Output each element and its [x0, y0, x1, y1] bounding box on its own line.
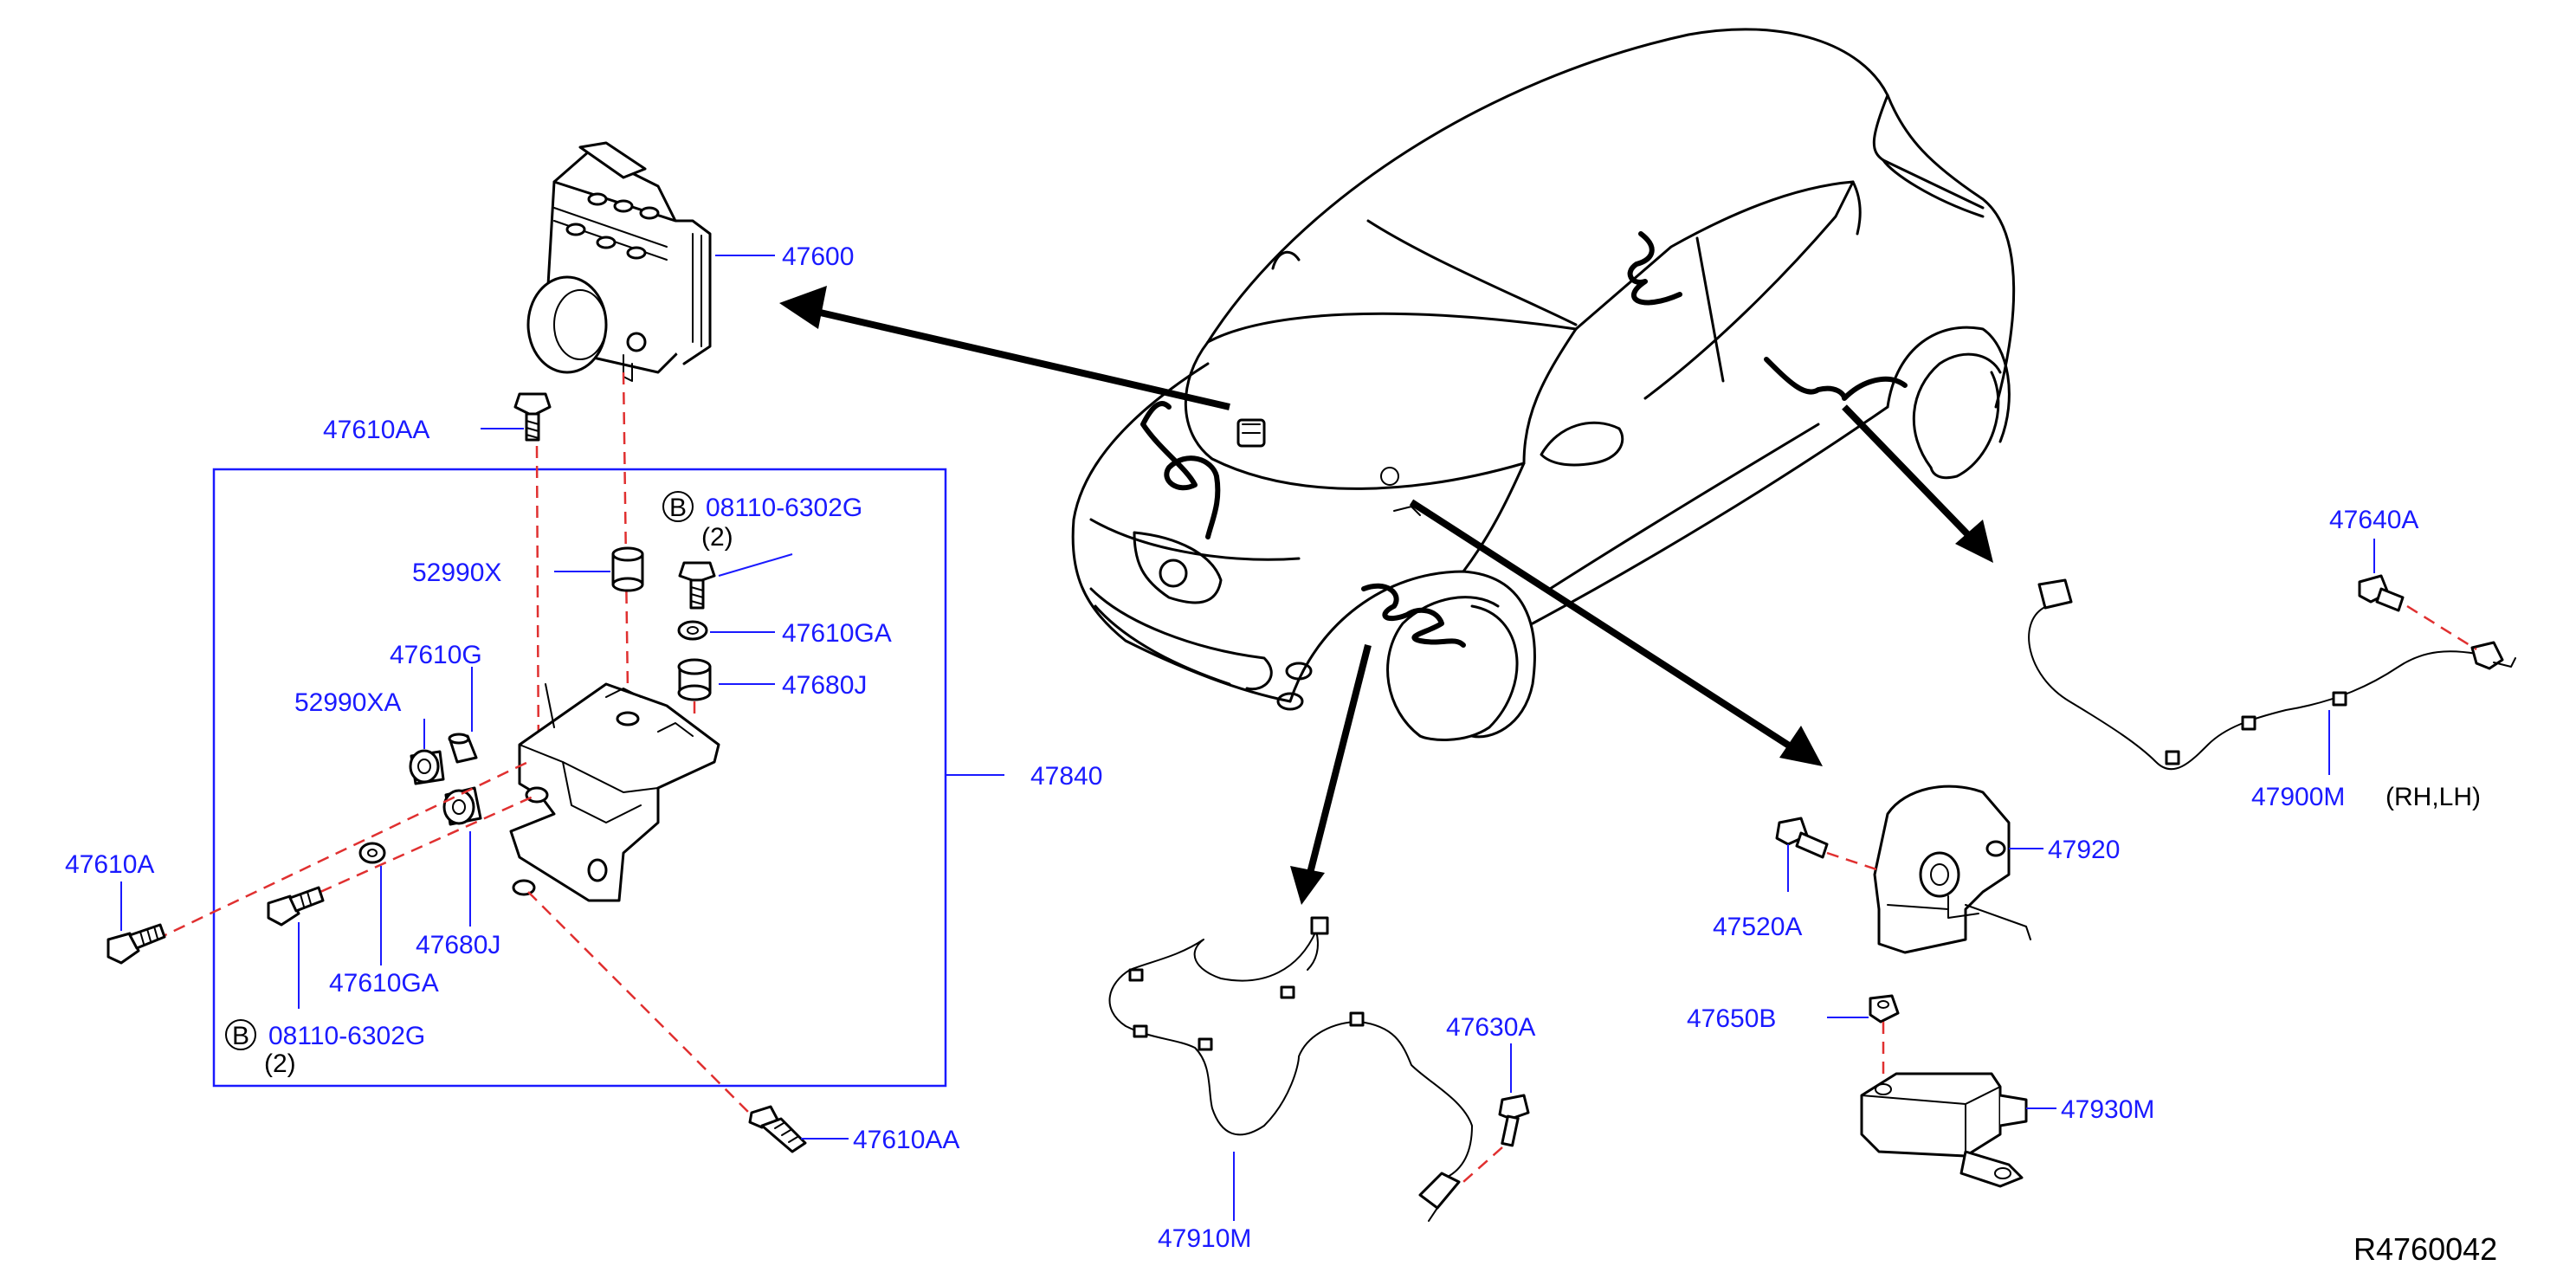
- grommet-52990x: [611, 546, 644, 592]
- bolt-47610aa-bottom: [748, 1105, 807, 1153]
- reference-code: R4760042: [2353, 1231, 2497, 1267]
- label-52990xa: 52990XA: [294, 688, 401, 717]
- qty-top: (2): [701, 523, 733, 552]
- grommet-52990xa: [409, 749, 445, 785]
- nut-47650b: [1869, 994, 1900, 1023]
- bolt-47630a: [1498, 1094, 1530, 1147]
- label-47610a: 47610A: [65, 850, 154, 879]
- label-47640a: 47640A: [2329, 506, 2418, 534]
- label-47610ga-top: 47610GA: [782, 619, 892, 648]
- b-marker-bottom: B: [232, 1022, 249, 1050]
- washer-47610ga-top: [677, 620, 708, 641]
- label-47610ga-bottom: 47610GA: [329, 969, 439, 998]
- qty-bottom: (2): [264, 1049, 296, 1078]
- label-47630a: 47630A: [1446, 1013, 1535, 1042]
- bracket-47840: [509, 682, 720, 902]
- abs-actuator-unit: [526, 141, 712, 382]
- label-47930m: 47930M: [2061, 1095, 2154, 1124]
- label-47840: 47840: [1030, 762, 1102, 791]
- label-08110-6302g-bottom: 08110-6302G: [268, 1022, 425, 1050]
- bolt-47610aa-top: [513, 392, 552, 442]
- stud-47610g: [448, 733, 478, 764]
- label-47610aa-bottom: 47610AA: [853, 1126, 959, 1154]
- front-wheel-sensor-47910m: [1108, 916, 1473, 1222]
- sensor-bracket-47920: [1873, 785, 2031, 954]
- label-47920: 47920: [2048, 836, 2120, 864]
- location-arrows: [779, 286, 1993, 905]
- label-47610g: 47610G: [390, 641, 482, 669]
- bracket-assembly-frame: [212, 468, 947, 1088]
- bolt-47640a: [2358, 574, 2405, 612]
- label-47910m: 47910M: [1158, 1224, 1251, 1253]
- label-52990x: 52990X: [412, 559, 501, 587]
- yaw-rate-sensor-47930m: [1860, 1072, 2028, 1188]
- label-47650b: 47650B: [1687, 1004, 1776, 1033]
- bolt-47610a: [107, 923, 166, 965]
- bolt-47520a: [1775, 817, 1829, 859]
- washer-47610ga-bottom: [358, 842, 386, 864]
- bushing-47680j-top: [677, 658, 712, 701]
- label-47520a: 47520A: [1713, 913, 1802, 941]
- rh-lh-note: (RH,LH): [2386, 783, 2481, 811]
- bolt-08110-bottom: [267, 886, 325, 927]
- label-47680j-top: 47680J: [782, 671, 867, 700]
- label-47600: 47600: [782, 242, 854, 271]
- label-47900m: 47900M: [2251, 783, 2345, 811]
- rear-wheel-sensor-47900m: [2028, 578, 2516, 771]
- b-marker-top: B: [669, 494, 687, 522]
- vehicle-outline: [1071, 28, 2016, 741]
- label-47680j-bottom: 47680J: [416, 931, 500, 959]
- label-08110-6302g-top: 08110-6302G: [706, 494, 862, 522]
- label-47610aa-top: 47610AA: [323, 416, 429, 444]
- bolt-08110-top: [678, 561, 716, 610]
